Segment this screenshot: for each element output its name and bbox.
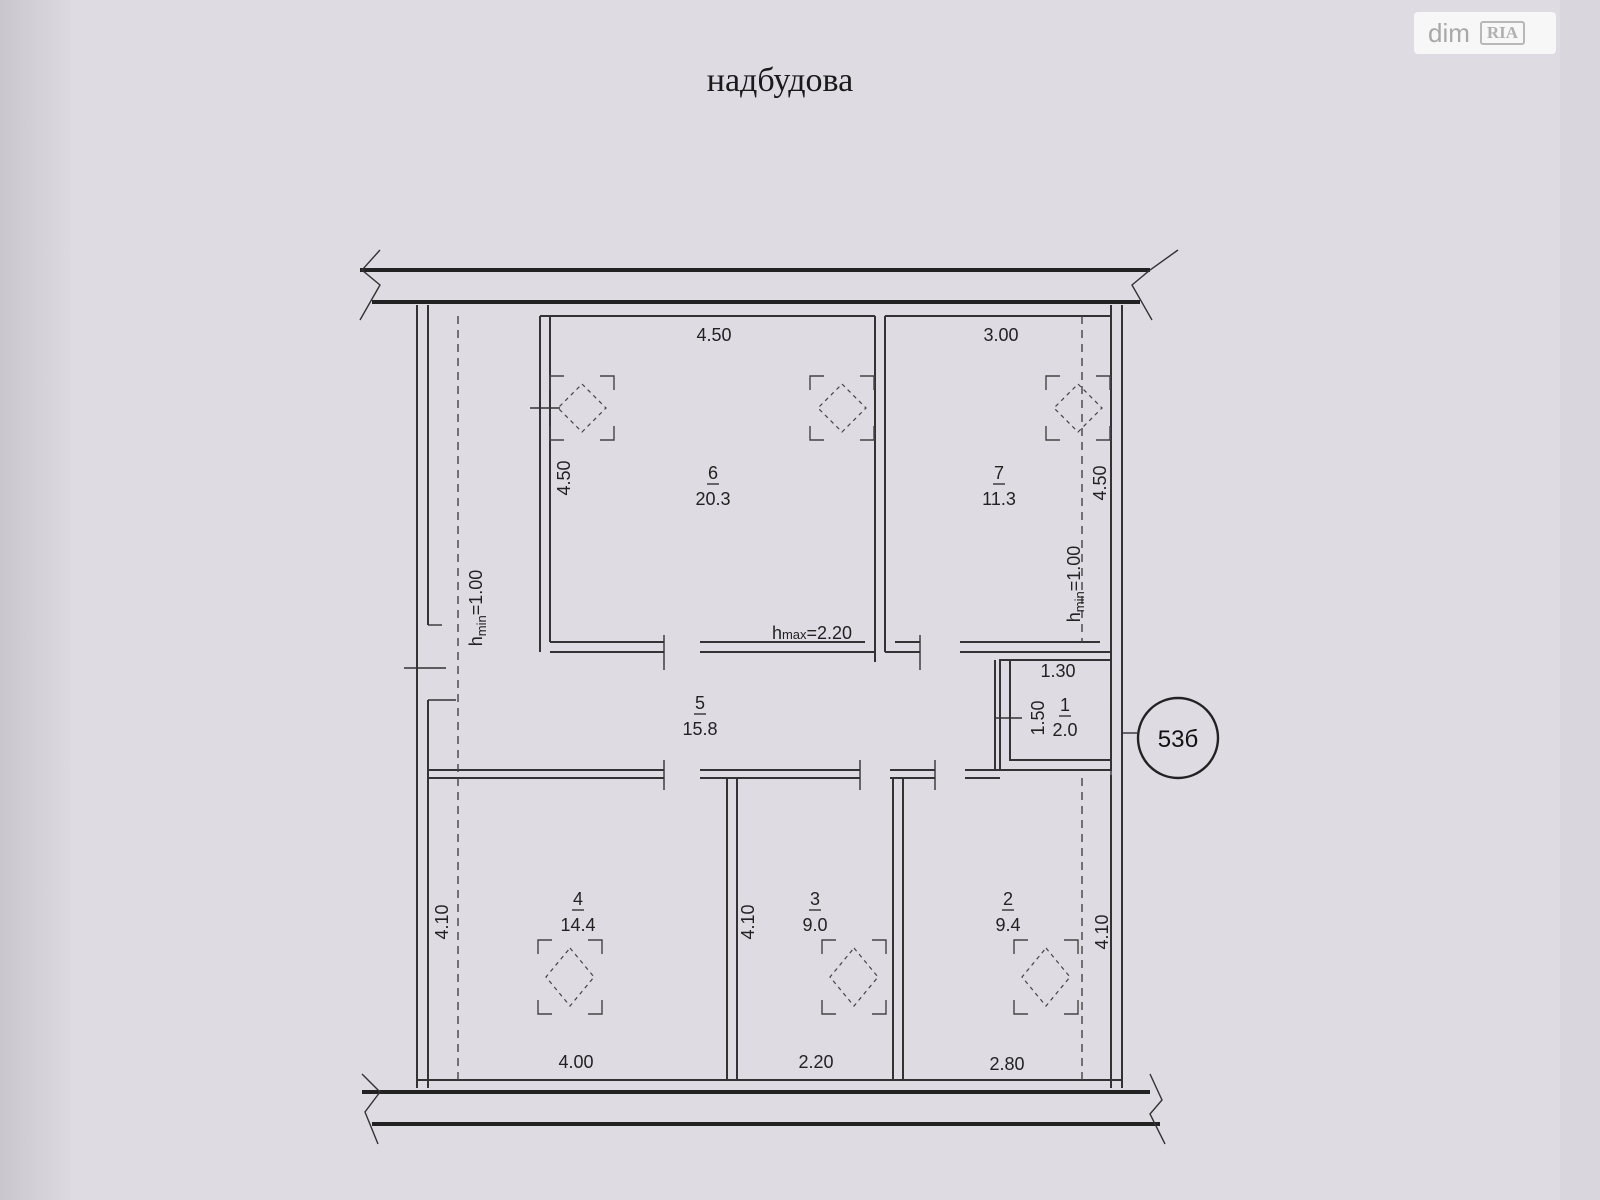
room-6-label: 6 20.3 <box>695 463 730 509</box>
page-fold-shadow <box>0 0 70 1200</box>
height-value: =1.00 <box>1064 546 1084 592</box>
ceiling-fixture-icon <box>549 375 615 441</box>
height-annotation-hmin-right: hmin=1.00 <box>1064 546 1087 623</box>
height-subscript: max <box>782 627 807 642</box>
room-4-label: 4 14.4 <box>560 889 595 935</box>
paper-sheet <box>70 0 1560 1200</box>
room-7-label: 7 11.3 <box>982 463 1016 509</box>
plan-marker-circle <box>1136 696 1220 780</box>
watermark-badge: dim RIA <box>1414 12 1556 54</box>
watermark-brand: dim <box>1428 17 1470 48</box>
dimension-label: 3.00 <box>983 325 1018 345</box>
dimension-label: 2.20 <box>798 1052 833 1072</box>
room-area: 9.4 <box>995 915 1020 935</box>
ceiling-fixture-icon <box>809 375 875 441</box>
height-prefix: h <box>466 636 486 646</box>
dimension-label: 4.10 <box>1092 914 1112 949</box>
room-number: 7 <box>994 463 1004 483</box>
slope-lines <box>457 316 1083 1080</box>
door-marks <box>404 407 1112 790</box>
ceiling-fixture-icon <box>821 939 887 1015</box>
watermark-logo: RIA <box>1479 21 1526 45</box>
corridor-walls <box>428 652 1000 779</box>
height-prefix: h <box>772 623 782 643</box>
height-annotation-hmax: hmax=2.20 <box>772 623 852 643</box>
dimension-label: 4.10 <box>738 904 758 939</box>
room-area: 9.0 <box>802 915 827 935</box>
room-5-label: 5 15.8 <box>682 693 717 739</box>
dimension-label: 4.50 <box>554 460 574 495</box>
room-3-label: 3 9.0 <box>802 889 827 935</box>
ceiling-fixture-icon <box>1045 375 1111 441</box>
dimension-label: 4.00 <box>558 1052 593 1072</box>
room-6-walls <box>539 315 886 653</box>
ceiling-fixture-icon <box>537 939 603 1015</box>
plan-marker-label: 53б <box>1158 726 1198 753</box>
room-number: 5 <box>695 693 705 713</box>
bottom-beam <box>361 1073 1166 1145</box>
room-area: 20.3 <box>695 489 730 509</box>
room-number: 4 <box>573 889 583 909</box>
page-title: надбудова <box>706 62 854 99</box>
room-area: 15.8 <box>682 719 717 739</box>
height-subscript: min <box>1072 591 1087 612</box>
dimension-label: 4.50 <box>1090 465 1110 500</box>
height-value: =1.00 <box>466 570 486 616</box>
height-value: =2.20 <box>807 623 853 643</box>
room-number: 3 <box>810 889 820 909</box>
room-1-label: 1 2.0 <box>1052 695 1077 740</box>
room-7-walls <box>885 315 1111 653</box>
dimension-label: 1.50 <box>1028 700 1048 735</box>
lower-room-walls <box>726 778 904 1080</box>
room-number: 1 <box>1060 695 1070 715</box>
dimension-label: 2.80 <box>989 1054 1024 1074</box>
room-area: 2.0 <box>1052 720 1077 740</box>
height-subscript: min <box>474 615 489 636</box>
outer-walls <box>416 305 1123 1088</box>
dimension-label: 4.10 <box>432 904 452 939</box>
room-number: 6 <box>708 463 718 483</box>
dimension-label: 1.30 <box>1040 661 1075 681</box>
top-beam <box>359 249 1179 321</box>
room-area: 14.4 <box>560 915 595 935</box>
height-prefix: h <box>1064 612 1084 622</box>
room-area: 11.3 <box>982 489 1016 509</box>
dimension-label: 4.50 <box>696 325 731 345</box>
ceiling-fixture-icon <box>1013 939 1079 1015</box>
height-annotation-hmin-left: hmin=1.00 <box>466 570 489 647</box>
room-2-label: 2 9.4 <box>995 889 1020 935</box>
room-number: 2 <box>1003 889 1013 909</box>
